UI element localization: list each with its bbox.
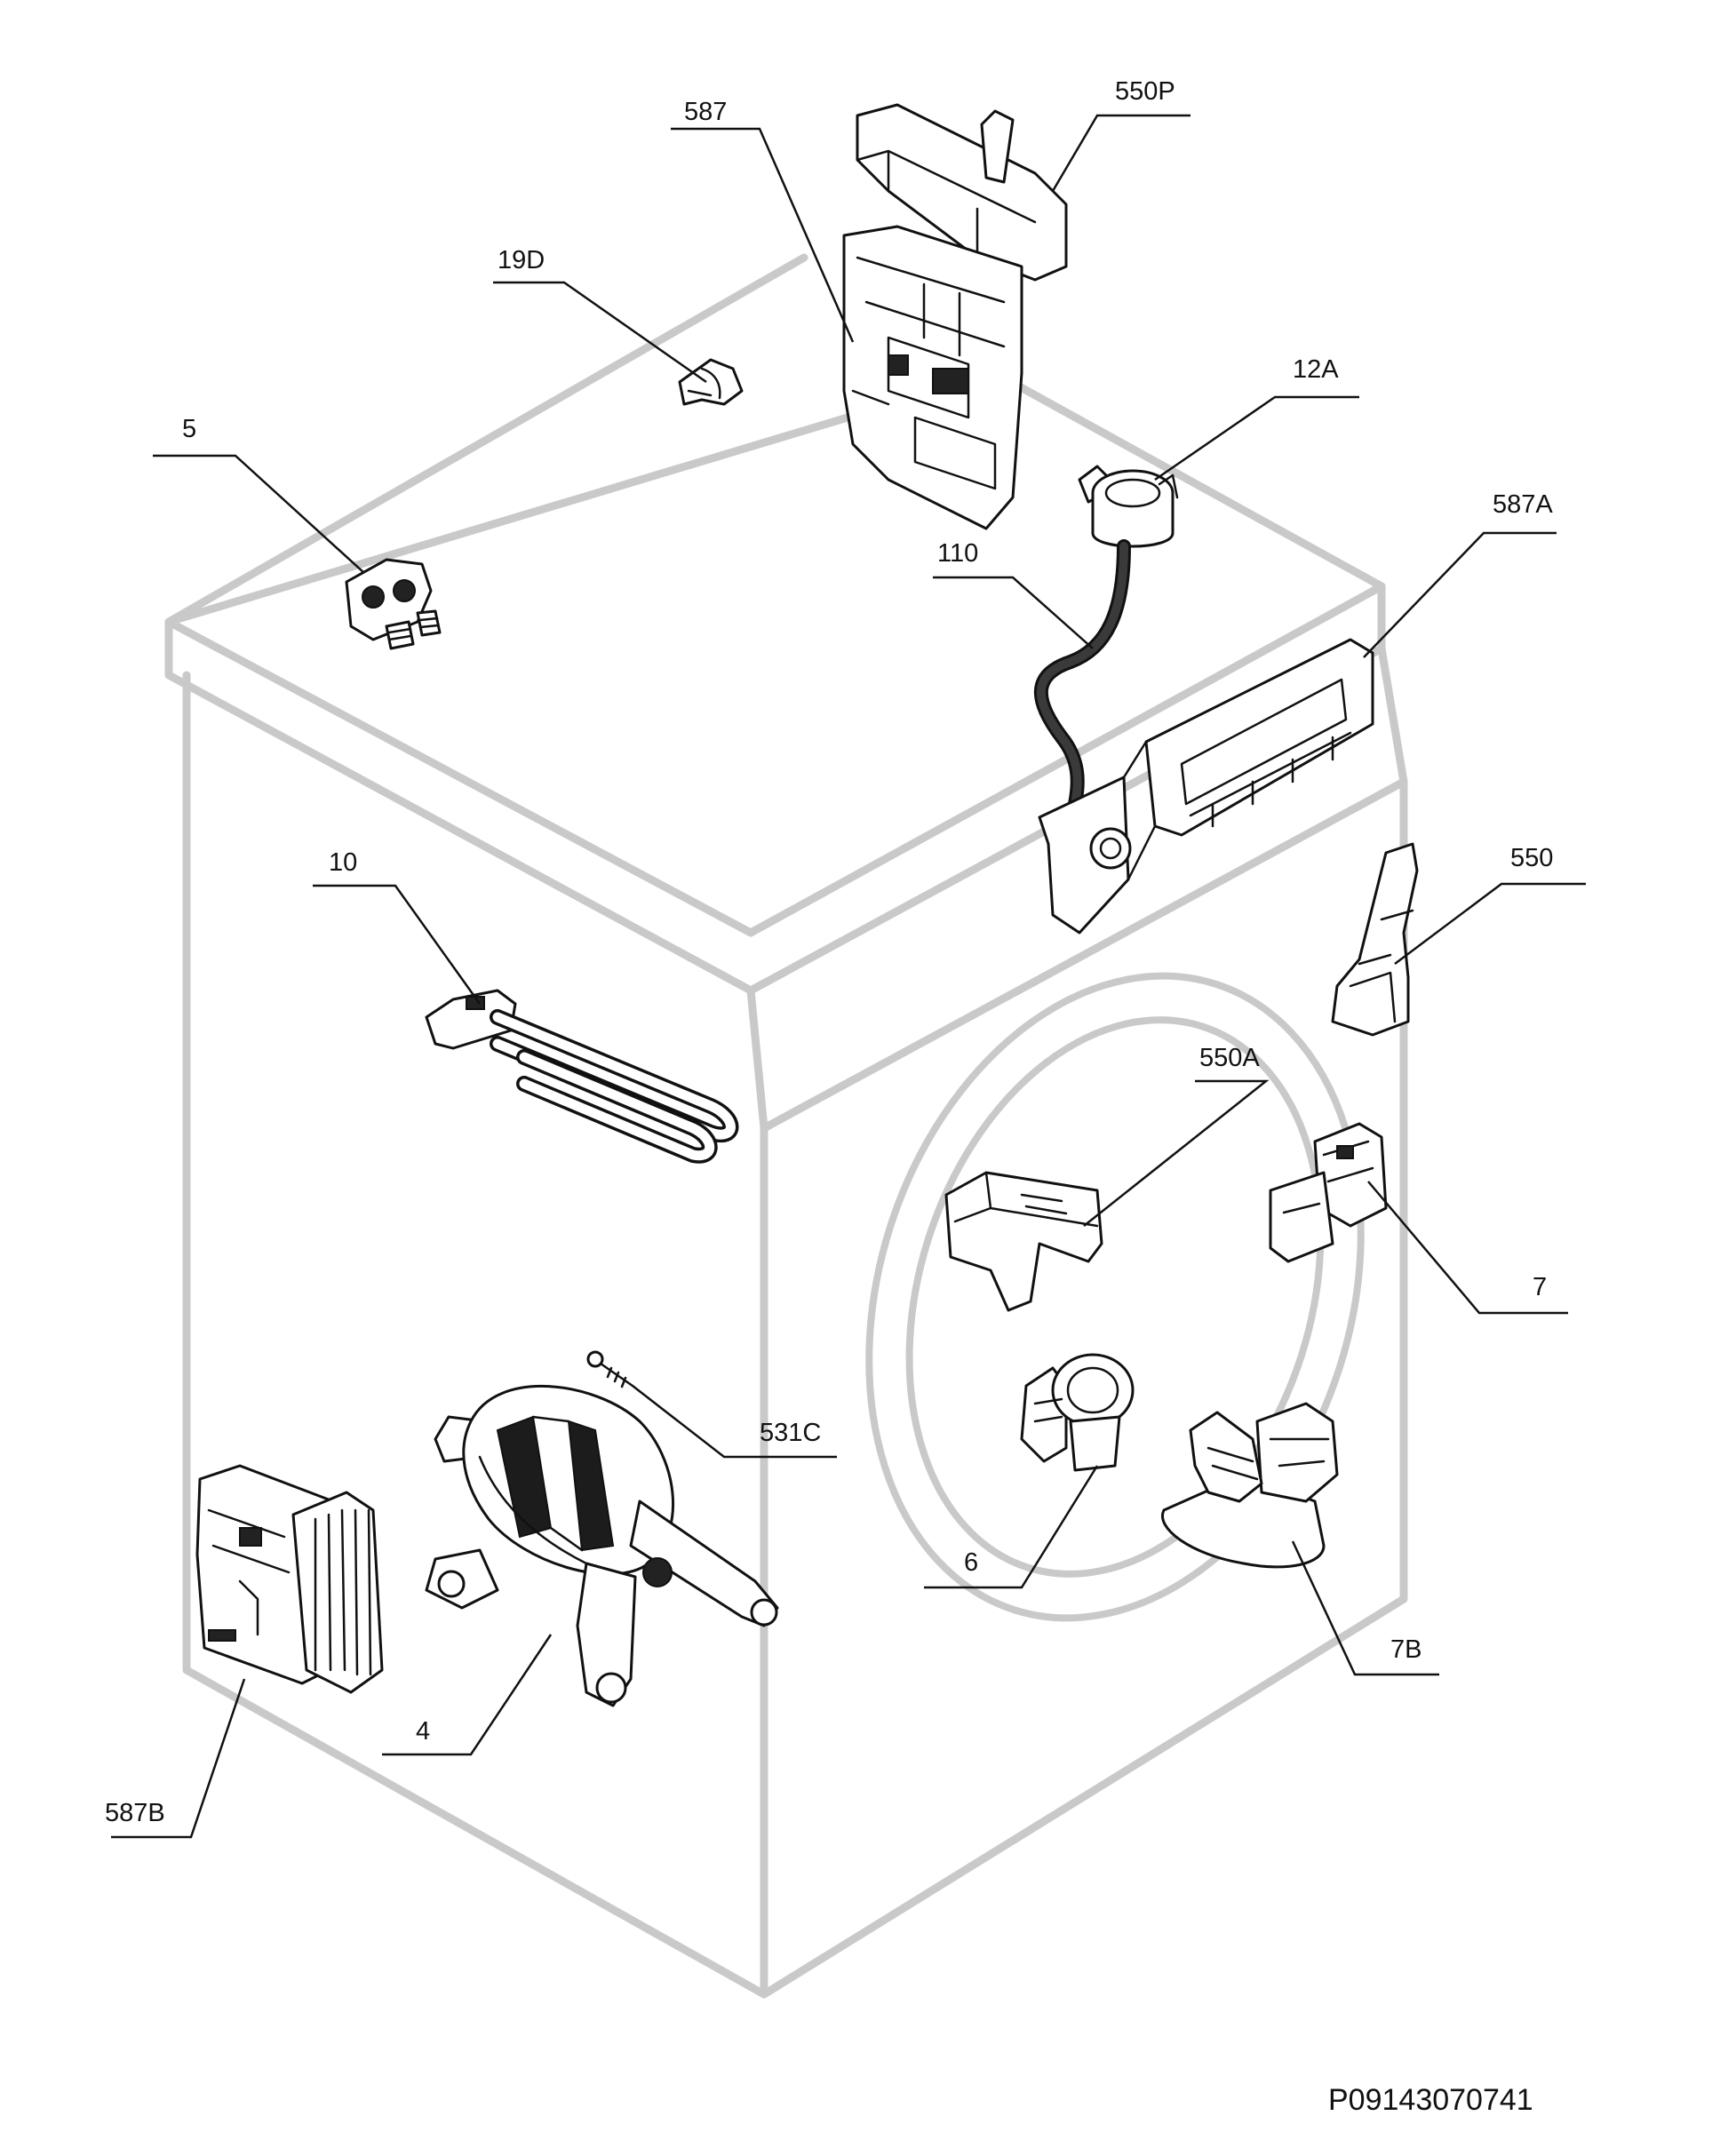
part-6-drain-pump (1020, 1353, 1135, 1472)
callout-550a: 550A (1199, 1044, 1260, 1072)
part-10-heating-element (425, 989, 739, 1164)
part-110-hose (1033, 539, 1131, 811)
part-587b-motor-board (195, 1464, 384, 1694)
door-outline (865, 972, 1365, 1622)
callout-587b: 587B (105, 1799, 165, 1827)
part-531c-screw (586, 1350, 634, 1388)
callout-5: 5 (182, 415, 196, 443)
part-19d-clip (678, 358, 744, 406)
part-12a-pressure-switch (1078, 465, 1179, 548)
part-7-door-lock (1269, 1122, 1388, 1263)
part-587a-display-board (1038, 638, 1374, 935)
part-587-board (842, 225, 1023, 530)
diagram-reference-code: P09143070741 (1328, 2083, 1533, 2117)
callout-110: 110 (937, 539, 978, 568)
cabinet-outline (164, 253, 1408, 1999)
callout-550: 550 (1510, 844, 1553, 872)
callout-10: 10 (329, 848, 357, 877)
part-4-motor (425, 1385, 779, 1707)
callout-531c: 531C (760, 1419, 821, 1447)
callout-550p: 550P (1115, 77, 1175, 106)
callout-7: 7 (1533, 1273, 1547, 1301)
callout-12a: 12A (1293, 355, 1339, 384)
callout-587: 587 (684, 98, 727, 126)
callout-labels: 587 550P 19D 12A 5 587A 110 10 550 550A … (105, 77, 1553, 1827)
callout-4: 4 (416, 1717, 430, 1746)
part-550-hook (1331, 842, 1419, 1037)
part-550a-cover (944, 1171, 1103, 1312)
part-550p-cover (856, 103, 1068, 282)
part-5-inlet-valve (345, 558, 442, 650)
part-7b-filter-base (1161, 1402, 1339, 1569)
callout-6: 6 (964, 1548, 978, 1577)
callout-587a: 587A (1493, 490, 1553, 519)
callout-7b: 7B (1390, 1635, 1421, 1664)
leader-lines (111, 114, 1586, 1839)
callout-19d: 19D (498, 246, 545, 274)
